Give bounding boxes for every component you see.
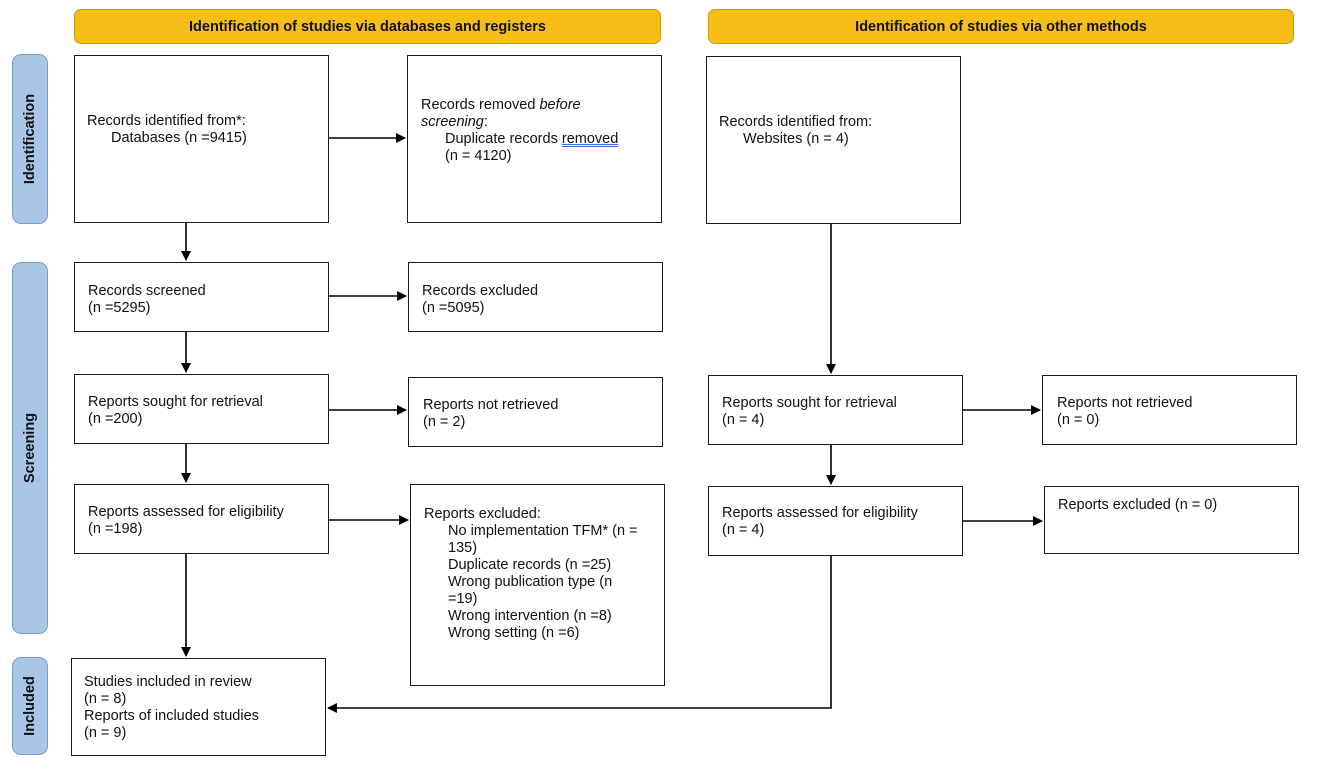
- db-identified-line1: Records identified from*:: [87, 113, 246, 129]
- db-removed-line3: Duplicate records removed: [421, 131, 661, 148]
- db-reports-excluded-reason: Wrong intervention (n =8): [448, 608, 612, 624]
- other-not-retrieved-line1: Reports not retrieved: [1057, 395, 1193, 411]
- stage-identification: Identification: [12, 54, 48, 224]
- other-identified-line2: Websites (n = 4): [743, 131, 849, 147]
- db-removed-line2-em: screening: [421, 114, 484, 130]
- included-line2: (n = 8): [84, 691, 127, 707]
- db-reports-excluded-reason: Wrong publication type (n: [448, 574, 613, 590]
- other-reports-assessed-box: Reports assessed for eligibility (n = 4): [708, 486, 963, 556]
- db-removed-line3-underlined: removed: [561, 131, 619, 147]
- other-reports-not-retrieved-box: Reports not retrieved (n = 0): [1042, 375, 1297, 445]
- other-excluded-line1: Reports excluded (n = 0): [1058, 497, 1218, 513]
- db-records-excluded-box: Records excluded (n =5095): [408, 262, 663, 332]
- other-records-identified-box: Records identified from: Websites (n = 4…: [706, 56, 961, 224]
- db-identified-line2: Databases (n =9415): [111, 130, 247, 146]
- included-line1: Studies included in review: [84, 674, 252, 690]
- other-identified-line1: Records identified from:: [719, 114, 873, 130]
- db-reports-not-retrieved-box: Reports not retrieved (n = 2): [408, 377, 663, 447]
- db-reports-sought-box: Reports sought for retrieval (n =200): [74, 374, 329, 444]
- db-screened-line1: Records screened: [88, 283, 206, 299]
- db-records-removed-box: Records removed before screening: Duplic…: [407, 55, 662, 223]
- other-assessed-line1: Reports assessed for eligibility: [722, 505, 918, 521]
- db-sought-line1: Reports sought for retrieval: [88, 394, 263, 410]
- db-reports-excluded-title: Reports excluded:: [424, 506, 541, 522]
- db-excluded-line1: Records excluded: [422, 283, 539, 299]
- included-line4: (n = 9): [84, 725, 127, 741]
- other-reports-sought-box: Reports sought for retrieval (n = 4): [708, 375, 963, 445]
- db-removed-line4: (n = 4120): [445, 148, 512, 164]
- db-sought-line2: (n =200): [88, 411, 143, 427]
- db-reports-excluded-reason: No implementation TFM* (n =: [448, 523, 638, 539]
- db-not-retrieved-line1: Reports not retrieved: [423, 397, 559, 413]
- db-removed-line2: screening:: [421, 114, 661, 131]
- db-reports-excluded-reason: Duplicate records (n =25): [448, 557, 612, 573]
- db-assessed-line1: Reports assessed for eligibility: [88, 504, 284, 520]
- other-assessed-line2: (n = 4): [722, 522, 765, 538]
- db-assessed-line2: (n =198): [88, 521, 143, 537]
- arrow-other-assessed-to-included: [327, 556, 832, 713]
- stage-included: Included: [12, 657, 48, 755]
- other-sought-line2: (n = 4): [722, 412, 765, 428]
- db-records-screened-box: Records screened (n =5295): [74, 262, 329, 332]
- db-records-identified-box: Records identified from*: Databases (n =…: [74, 55, 329, 223]
- db-removed-line1-text: Records removed: [421, 97, 540, 113]
- db-reports-assessed-box: Reports assessed for eligibility (n =198…: [74, 484, 329, 554]
- included-line3: Reports of included studies: [84, 708, 259, 724]
- db-removed-line3-text: Duplicate records: [445, 131, 562, 147]
- db-reports-excluded-reason: Wrong setting (n =6): [448, 625, 580, 641]
- studies-included-box: Studies included in review (n = 8) Repor…: [71, 658, 326, 756]
- header-databases-registers: Identification of studies via databases …: [74, 9, 661, 44]
- stage-screening: Screening: [12, 262, 48, 634]
- db-removed-line2-text: :: [483, 114, 488, 130]
- header-other-label: Identification of studies via other meth…: [855, 18, 1147, 35]
- other-not-retrieved-line2: (n = 0): [1057, 412, 1100, 428]
- db-excluded-line2: (n =5095): [422, 300, 485, 316]
- other-sought-line1: Reports sought for retrieval: [722, 395, 897, 411]
- db-reports-excluded-reason: =19): [448, 591, 478, 607]
- db-reports-excluded-reason: 135): [448, 540, 478, 556]
- db-reports-excluded-box: Reports excluded: No implementation TFM*…: [410, 484, 665, 686]
- header-other-methods: Identification of studies via other meth…: [708, 9, 1294, 44]
- db-removed-line1: Records removed before: [421, 97, 661, 114]
- other-reports-excluded-box: Reports excluded (n = 0): [1044, 486, 1299, 554]
- db-screened-line2: (n =5295): [88, 300, 151, 316]
- header-databases-label: Identification of studies via databases …: [189, 18, 546, 35]
- db-not-retrieved-line2: (n = 2): [423, 414, 466, 430]
- db-removed-line1-em: before: [539, 97, 581, 113]
